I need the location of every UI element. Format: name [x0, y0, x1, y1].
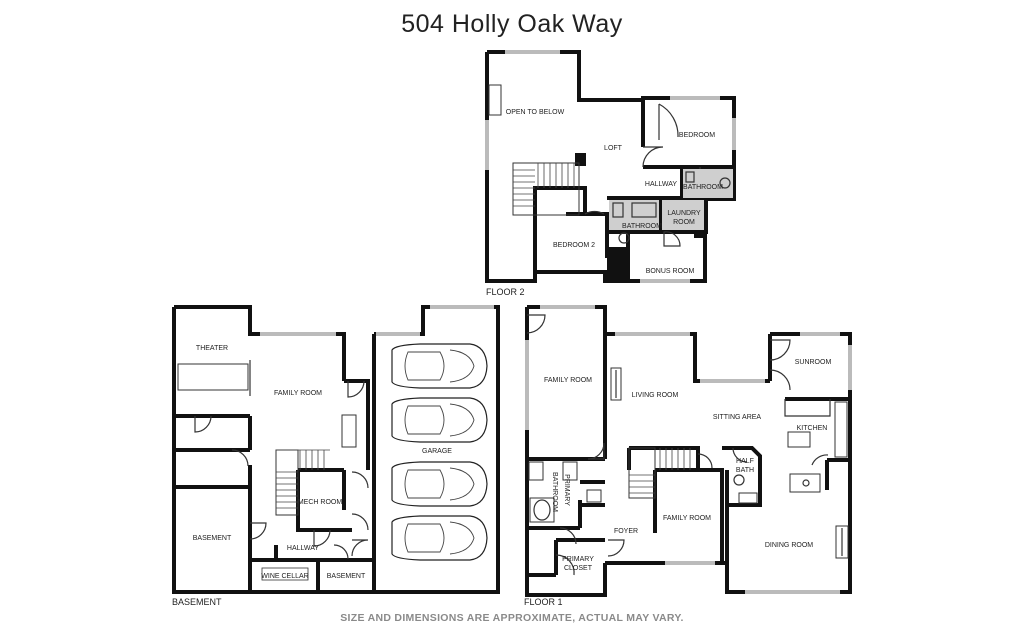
room-label: GARAGE: [422, 448, 452, 455]
room-label: LOFT: [604, 145, 623, 152]
room-label: FOYER: [614, 528, 638, 535]
room-label: HALLWAY: [287, 545, 319, 552]
disclaimer-text: SIZE AND DIMENSIONS ARE APPROXIMATE, ACT…: [340, 612, 684, 624]
basement-plan: THEATER FAMILY ROOM GARAGE MECH ROOM BAS…: [172, 305, 500, 607]
room-label: PRIMARY: [562, 556, 594, 563]
room-label: SUNROOM: [795, 359, 832, 366]
room-label: WINE CELLAR: [261, 573, 308, 580]
room-label: BATHROOM: [622, 223, 662, 230]
room-label: OPEN TO BELOW: [506, 109, 565, 116]
room-label: FAMILY ROOM: [544, 377, 592, 384]
room-label: MECH ROOM: [298, 499, 343, 506]
room-label: HALF: [736, 458, 754, 465]
room-label: HALLWAY: [645, 181, 677, 188]
room-label: ROOM: [673, 219, 695, 226]
room-label: BONUS ROOM: [646, 268, 695, 275]
room-label: SITTING AREA: [713, 414, 762, 421]
room-label: THEATER: [196, 345, 228, 352]
room-label: PRIMARY: [563, 474, 570, 506]
room-label: BEDROOM 2: [553, 242, 595, 249]
car-icon: [391, 515, 488, 561]
room-label: BASEMENT: [327, 573, 366, 580]
plan-title: 504 Holly Oak Way: [401, 10, 623, 38]
room-label: FAMILY ROOM: [274, 390, 322, 397]
room-label: LIVING ROOM: [632, 392, 679, 399]
room-label: DINING ROOM: [765, 542, 813, 549]
room-label: FAMILY ROOM: [663, 515, 711, 522]
floor-1-plan: FAMILY ROOM LIVING ROOM SUNROOM SITTING …: [524, 305, 852, 607]
floor-2-plan: OPEN TO BELOW LOFT BEDROOM HALLWAY BATHR…: [485, 50, 736, 297]
car-icon: [391, 397, 488, 443]
room-label: BATHROOM: [683, 184, 723, 191]
car-icon: [391, 343, 488, 389]
room-label: BATHROOM: [551, 472, 558, 512]
floor-name: FLOOR 1: [524, 597, 563, 607]
room-label: CLOSET: [564, 565, 593, 572]
room-label: BATH: [736, 467, 754, 474]
room-label: LAUNDRY: [667, 210, 701, 217]
floor-name: FLOOR 2: [486, 287, 525, 297]
room-label: BEDROOM: [679, 132, 715, 139]
floor-name: BASEMENT: [172, 597, 222, 607]
car-icon: [391, 461, 488, 507]
room-label: KITCHEN: [797, 425, 828, 432]
room-label: BASEMENT: [193, 535, 232, 542]
